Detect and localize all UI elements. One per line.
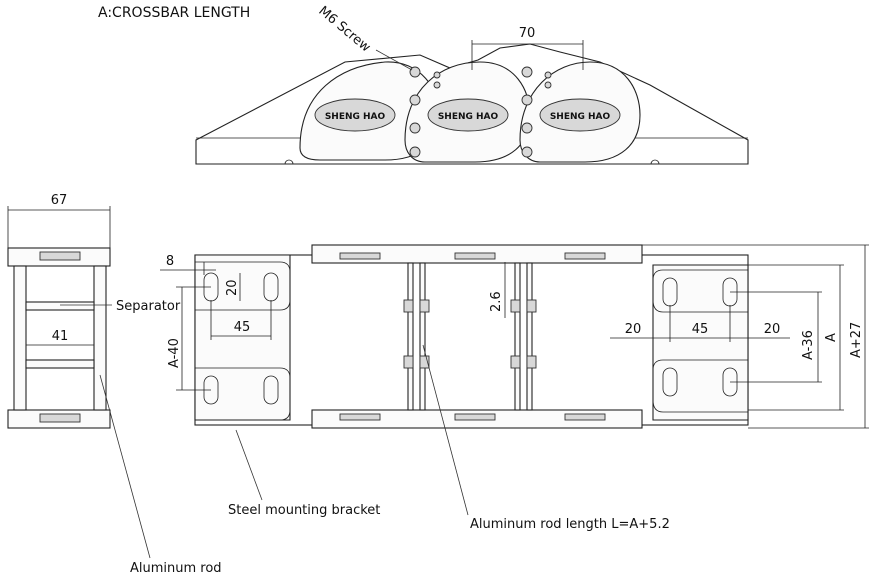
dim-right-45-label: 45 — [692, 322, 709, 337]
aluminum-rod — [514, 262, 521, 411]
right-bracket — [652, 264, 749, 421]
main-top-view: 8 20 45 A-40 2.6 20 45 20 A-36 A — [160, 244, 869, 429]
top-chain-notch-left — [284, 159, 294, 165]
rod-clip — [510, 355, 521, 369]
logo-text-1: SHENG HAO — [325, 112, 386, 122]
m6-screw-leader — [375, 49, 413, 71]
pin-hole — [433, 71, 441, 79]
pin-hole — [544, 71, 552, 79]
rod-clip — [403, 299, 414, 313]
aluminum-rod-leader — [99, 374, 151, 559]
pin-hole — [409, 146, 421, 158]
dim-2.6-label: 2.6 — [489, 291, 504, 312]
dim-right-20-right-label: 20 — [764, 322, 781, 337]
left-bracket-upper-plate — [195, 261, 291, 311]
rod-clip — [419, 355, 430, 369]
aluminum-rod-label: Aluminum rod — [130, 561, 222, 576]
end-view: 67 41 Separator — [7, 193, 181, 429]
pin-hole — [521, 66, 533, 78]
steel-bracket-label: Steel mounting bracket — [228, 503, 380, 518]
dim-a-label: A — [824, 333, 839, 342]
rod-clip — [419, 299, 430, 313]
drawing-title: A:CROSSBAR LENGTH — [98, 5, 250, 21]
top-chain-pins — [409, 66, 552, 158]
steel-bracket-leader — [235, 429, 263, 501]
aluminum-rod-length-label: Aluminum rod length L=A+5.2 — [470, 517, 670, 532]
pin-hole — [409, 66, 421, 78]
top-chain-flange — [195, 43, 749, 165]
rod-clip — [526, 299, 537, 313]
logo-badge-3 — [539, 98, 621, 132]
dim-67-label: 67 — [51, 193, 68, 208]
dim-41-label: 41 — [52, 329, 69, 344]
logo-text-2: SHENG HAO — [438, 112, 499, 122]
pin-hole — [409, 122, 421, 134]
top-chain-view: SHENG HAO SHENG HAO SHENG HAO 70 — [195, 4, 749, 165]
chain-top-highlight — [564, 252, 606, 260]
pin-hole — [521, 122, 533, 134]
dim-70-label: 70 — [519, 26, 536, 41]
end-view-separator-1 — [25, 301, 95, 311]
logo-badge-1 — [314, 98, 396, 132]
m6-screw-label: M6 Screw — [315, 4, 373, 56]
pin-hole — [521, 146, 533, 158]
end-view-top-bar — [39, 251, 81, 261]
logo-text-3: SHENG HAO — [550, 112, 611, 122]
separator-label: Separator — [116, 299, 181, 314]
chain-bottom-highlight — [454, 413, 496, 421]
chain-bottom-highlight — [564, 413, 606, 421]
pin-hole — [433, 81, 441, 89]
left-bracket-lower-plate — [195, 367, 291, 421]
chain-top-highlight — [454, 252, 496, 260]
aluminum-rod — [419, 262, 426, 411]
logo-badge-2 — [427, 98, 509, 132]
aluminum-rod-length-leader — [422, 344, 469, 516]
aluminum-rod — [526, 262, 533, 411]
dim-45l-label: 45 — [234, 320, 251, 335]
pin-hole — [409, 94, 421, 106]
dim-a36-label: A-36 — [801, 330, 816, 360]
top-chain-notch-right — [650, 159, 660, 165]
end-view-bottom-bar — [39, 413, 81, 423]
rod-clip — [526, 355, 537, 369]
aluminum-rod — [407, 262, 414, 411]
pin-hole — [521, 94, 533, 106]
right-bracket-upper-plate — [652, 269, 748, 313]
dim-right-20-left-label: 20 — [625, 322, 642, 337]
mount-slot — [263, 375, 279, 405]
left-bracket — [194, 254, 291, 421]
end-view-right-plate — [93, 265, 107, 411]
end-view-separator-2 — [25, 359, 95, 369]
chain-bottom-highlight — [339, 413, 381, 421]
dim-a40-label: A-40 — [167, 338, 182, 368]
end-view-left-plate — [13, 265, 27, 411]
dim-a27-label: A+27 — [849, 322, 864, 358]
dim-8-label: 8 — [166, 254, 174, 269]
right-bracket-lower-plate — [652, 359, 748, 413]
dim-20-label: 20 — [225, 279, 240, 296]
rod-clip — [403, 355, 414, 369]
rod-clip — [510, 299, 521, 313]
chain-top-highlight — [339, 252, 381, 260]
pin-hole — [544, 81, 552, 89]
mount-slot — [662, 367, 678, 397]
